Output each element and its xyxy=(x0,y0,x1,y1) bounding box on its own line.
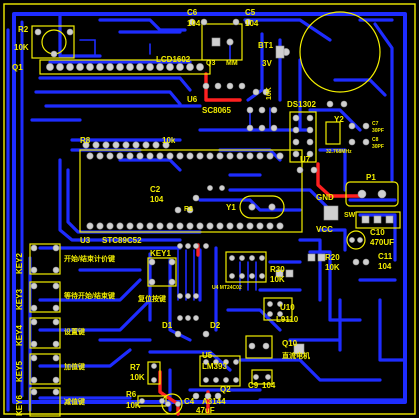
red-trace-power xyxy=(316,162,364,198)
pads xyxy=(30,18,394,407)
lcd-header-outline xyxy=(39,59,211,75)
r2-outline xyxy=(31,25,75,59)
y1-outline xyxy=(239,195,285,219)
key3-outline xyxy=(29,281,61,313)
silkscreen xyxy=(29,11,401,417)
p1-outline xyxy=(345,181,399,207)
red-trace-lcd xyxy=(204,72,242,102)
key1-outline xyxy=(147,257,177,287)
mcu-outline xyxy=(79,149,303,233)
ground-ring-trace xyxy=(12,12,407,404)
key2-outline xyxy=(29,243,61,275)
key6-outline xyxy=(29,387,61,417)
r2-knob xyxy=(41,29,67,55)
q3-outline xyxy=(201,23,243,61)
c10-outline xyxy=(346,230,366,250)
ds1302-outline xyxy=(289,111,317,163)
key4-outline xyxy=(29,317,61,349)
bt1-holder xyxy=(299,11,381,93)
board-outline xyxy=(3,3,416,415)
top-layer-traces xyxy=(6,12,407,412)
key5-outline xyxy=(29,353,61,385)
